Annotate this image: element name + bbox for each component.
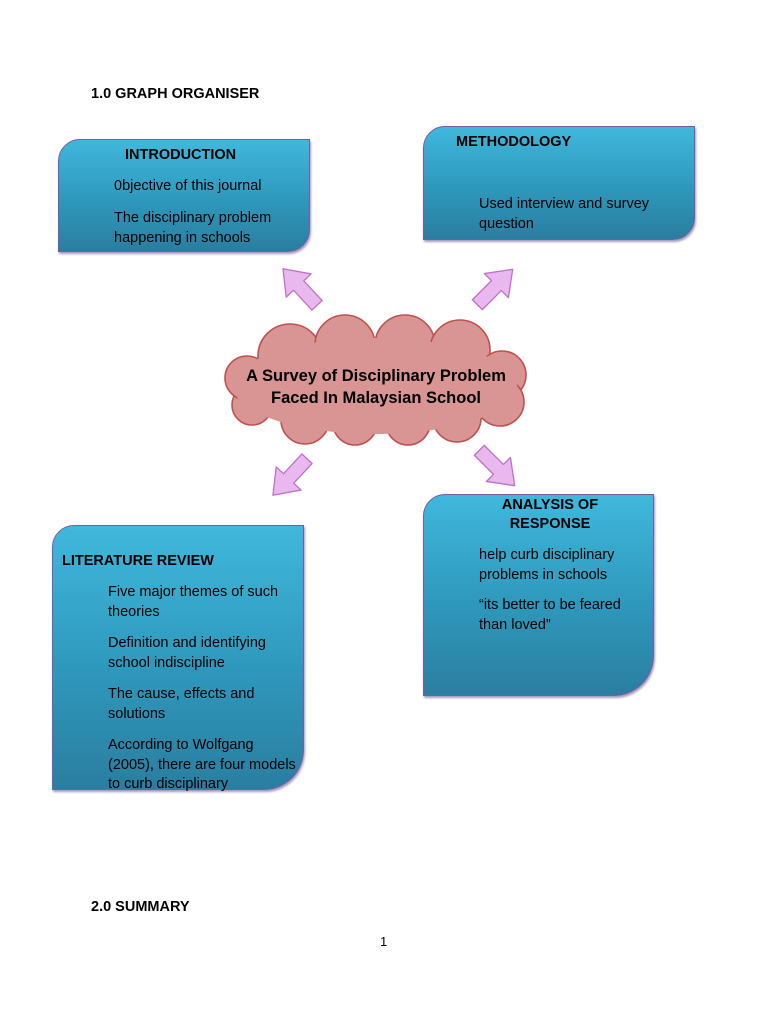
literature-review-title: LITERATURE REVIEW — [62, 553, 214, 569]
introduction-title: INTRODUCTION — [125, 147, 237, 163]
literature-review-item: The cause, effects and solutions — [108, 686, 255, 722]
introduction-item: 0bjective of this journal — [114, 178, 262, 194]
arrow-up-right-icon — [471, 268, 514, 311]
analysis-box: ANALYSIS OF RESPONSE help curb disciplin… — [423, 494, 654, 696]
methodology-box: METHODOLOGY Used interview and survey qu… — [423, 126, 695, 240]
arrow-down-right-icon — [473, 444, 516, 487]
arrow-up-left-icon — [282, 268, 323, 311]
center-title: A Survey of Disciplinary Problem Faced I… — [246, 367, 506, 407]
literature-review-item: Definition and identifying school indisc… — [108, 635, 266, 671]
analysis-item: help curb disciplinary problems in schoo… — [479, 547, 615, 583]
graph-organiser-heading: 1.0 GRAPH ORGANISER — [91, 86, 260, 102]
arrow-down-left-icon — [272, 453, 313, 496]
literature-review-box: LITERATURE REVIEW Five major themes of s… — [52, 525, 304, 792]
analysis-item: “its better to be feared than loved” — [479, 597, 621, 633]
center-cloud-shape — [224, 314, 527, 446]
literature-review-item: Five major themes of such theories — [108, 584, 279, 620]
page-number: 1 — [380, 934, 388, 949]
analysis-title: ANALYSIS OF RESPONSE — [501, 497, 599, 532]
summary-heading: 2.0 SUMMARY — [91, 899, 190, 915]
methodology-item: Used interview and survey question — [479, 196, 650, 232]
introduction-box: INTRODUCTION 0bjective of this journal T… — [58, 139, 310, 252]
literature-review-item: According to Wolfgang (2005), there are … — [108, 737, 296, 792]
methodology-title: METHODOLOGY — [456, 134, 572, 150]
introduction-item: The disciplinary problem happening in sc… — [114, 210, 272, 246]
